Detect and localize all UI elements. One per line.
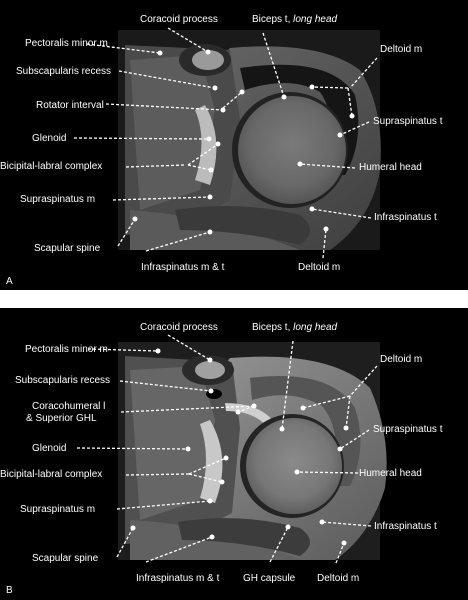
label-scapular-spine-b: Scapular spine	[32, 553, 99, 564]
label-coracoid-process-b: Coracoid process	[140, 322, 218, 333]
label-deltoid-bottom: Deltoid m	[298, 262, 341, 273]
label-coracohumeral-2: & Superior GHL	[26, 413, 97, 424]
dot-markers-b	[130, 348, 349, 546]
label-deltoid-top-b: Deltoid m	[380, 354, 423, 365]
label-coracoid-process: Coracoid process	[140, 14, 218, 25]
label-supraspinatus-muscle-b: Supraspinatus m	[20, 504, 96, 515]
label-supraspinatus-tendon: Supraspinatus t	[373, 116, 443, 127]
label-biceps-italic-b: long head	[293, 322, 338, 333]
mri-image-a	[73, 27, 381, 259]
label-bicipital-labral: Bicipital-labral complex	[0, 161, 103, 172]
label-supraspinatus-muscle: Supraspinatus m	[20, 194, 96, 205]
label-deltoid-top: Deltoid m	[380, 44, 423, 55]
label-deltoid-bottom-b: Deltoid m	[317, 573, 360, 584]
label-rotator-interval: Rotator interval	[36, 100, 104, 111]
label-infraspinatus-tendon: Infraspinatus t	[374, 212, 437, 223]
label-infraspinatus-muscle: Infraspinatus m & t	[141, 262, 225, 273]
label-infraspinatus-muscle-b: Infraspinatus m & t	[136, 573, 220, 584]
leader-lines-b	[76, 334, 378, 564]
panel-letter-b: B	[6, 585, 13, 596]
label-biceps-tendon: Biceps t, long head	[252, 14, 337, 26]
label-infraspinatus-tendon-b: Infraspinatus t	[374, 521, 437, 532]
label-humeral-head: Humeral head	[359, 162, 422, 173]
label-glenoid-b: Glenoid	[32, 443, 67, 454]
panel-letter-a: A	[6, 276, 13, 287]
label-biceps-main-b: Biceps t,	[252, 322, 294, 333]
label-subscapularis-recess-b: Subscapularis recess	[15, 375, 111, 386]
label-scapular-spine: Scapular spine	[34, 243, 101, 254]
label-biceps-tendon-b: Biceps t, long head	[252, 322, 337, 334]
mri-panel-b: Coracoid process Biceps t, long head Pec…	[0, 308, 468, 600]
mri-image-b	[76, 334, 387, 564]
label-biceps-main: Biceps t,	[252, 14, 294, 25]
mri-panel-a: Coracoid process Biceps t, long head Pec…	[0, 0, 468, 290]
label-bicipital-labral-b: Bicipital-labral complex	[0, 469, 103, 480]
dot-markers-a	[132, 49, 355, 235]
leader-lines-a	[73, 27, 378, 259]
label-biceps-italic: long head	[293, 14, 338, 25]
label-pectoralis-minor-b: Pectoralis minor m	[25, 344, 108, 355]
label-glenoid: Glenoid	[32, 133, 67, 144]
label-subscapularis-recess: Subscapularis recess	[16, 66, 112, 77]
label-supraspinatus-tendon-b: Supraspinatus t	[373, 424, 443, 435]
label-pectoralis-minor: Pectoralis minor m	[25, 38, 108, 49]
label-humeral-head-b: Humeral head	[359, 468, 422, 479]
label-gh-capsule: GH capsule	[243, 573, 296, 584]
label-coracohumeral-1: Coracohumeral l	[32, 401, 106, 412]
